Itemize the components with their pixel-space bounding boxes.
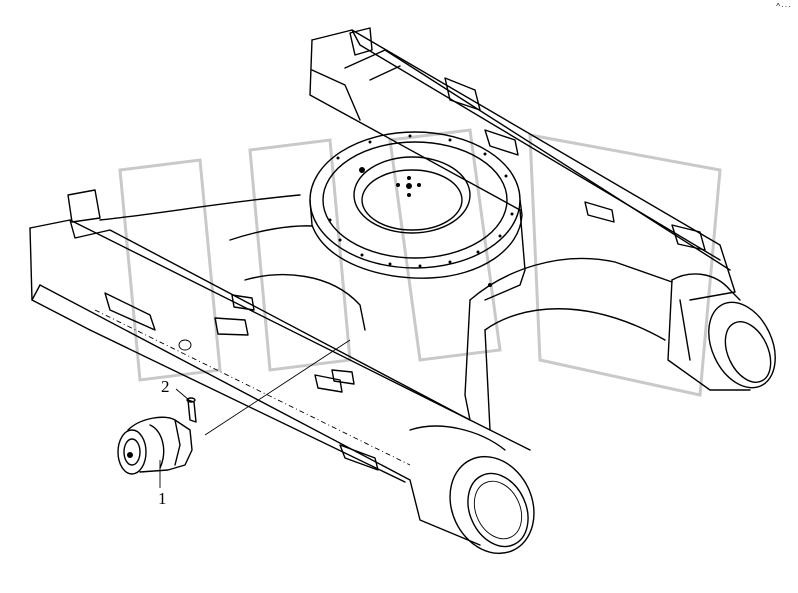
swing-bearing [309, 131, 523, 279]
center-frame [99, 194, 673, 431]
track-roller [117, 416, 193, 475]
watermark [118, 128, 722, 397]
corner-mark: ^··· [776, 2, 792, 11]
bolt [186, 397, 197, 423]
left-side-frame [29, 189, 535, 555]
callout-label-2: 2 [161, 377, 170, 396]
callout-label-1: 1 [158, 489, 167, 508]
right-side-frame [309, 27, 776, 391]
leader-lines [159, 339, 351, 488]
